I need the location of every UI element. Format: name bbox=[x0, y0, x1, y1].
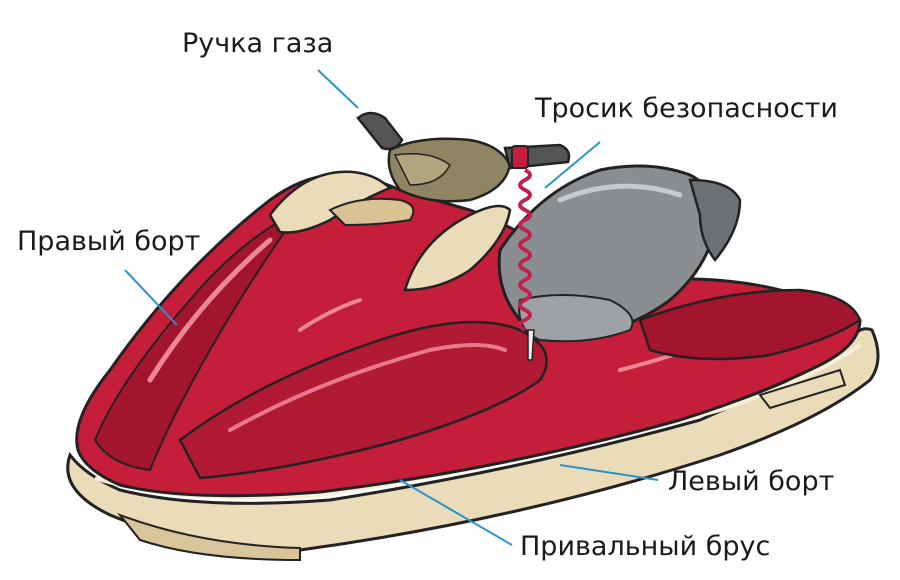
seat-lower bbox=[518, 294, 634, 343]
lanyard-clip bbox=[511, 145, 529, 169]
leader-rub-rail bbox=[399, 479, 513, 546]
rear-step bbox=[758, 368, 847, 410]
hood-vent bbox=[328, 197, 415, 227]
leader-left-side bbox=[559, 464, 659, 481]
steering-shroud bbox=[393, 153, 451, 186]
seat-highlight bbox=[557, 183, 683, 203]
lanyard-key bbox=[527, 329, 535, 361]
fender-highlight bbox=[228, 343, 507, 432]
hull-step bbox=[116, 512, 301, 562]
hull-highlight-1 bbox=[147, 237, 273, 383]
leader-lanyard bbox=[544, 141, 601, 189]
label-safety-lanyard: Тросик безопасности bbox=[535, 93, 838, 124]
left-fender bbox=[178, 320, 548, 480]
right-side-panel bbox=[93, 209, 301, 472]
front-cowl bbox=[268, 170, 393, 234]
label-left-side: Левый борт bbox=[668, 466, 835, 497]
seat-back bbox=[688, 178, 742, 263]
throttle-grip bbox=[356, 111, 404, 151]
leader-throttle bbox=[317, 69, 359, 109]
deflector bbox=[403, 204, 512, 292]
hull-highlight-2 bbox=[298, 298, 362, 332]
label-throttle: Ручка газа bbox=[182, 28, 334, 59]
safety-lanyard-coil bbox=[518, 168, 532, 332]
leader-right-side bbox=[124, 269, 178, 326]
label-rub-rail: Привальный брус bbox=[520, 531, 771, 562]
label-right-side: Правый борт bbox=[17, 226, 201, 257]
rear-deck bbox=[638, 288, 862, 361]
